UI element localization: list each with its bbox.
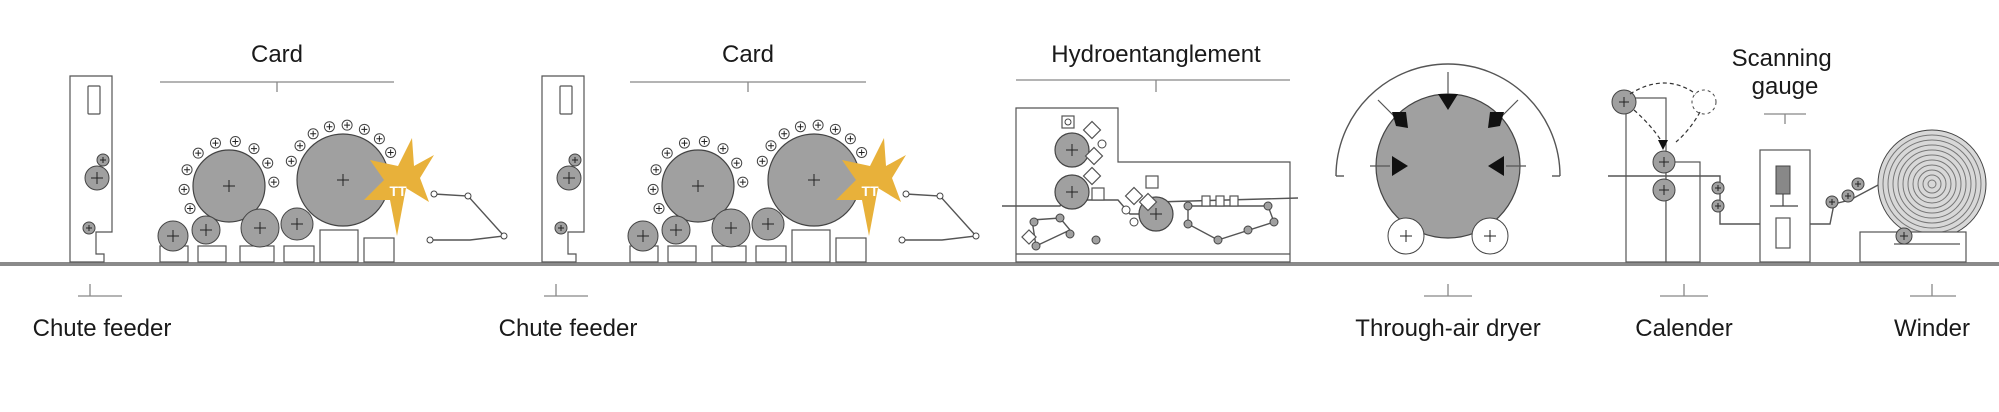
worker-roll-cross: [326, 123, 333, 130]
worker-roll-cross: [720, 145, 727, 152]
worker-roll-cross: [232, 138, 239, 145]
winder: [1859, 129, 1987, 263]
worker-roll-cross: [251, 145, 258, 152]
winder-roll-layer: [1907, 159, 1957, 209]
worker-roll-cross: [847, 135, 854, 142]
chute-feeder-1: [69, 75, 113, 263]
worker-roll-cross: [181, 186, 188, 193]
label-through-air-dryer: Through-air dryer: [1355, 315, 1540, 342]
chute-feeder-2: [541, 75, 585, 263]
worker-roll-cross: [376, 135, 383, 142]
through-air-dryer: [1335, 63, 1561, 255]
worker-roll-cross: [681, 140, 688, 147]
winder-roll-layer: [1902, 154, 1962, 214]
scanning-gauge: [1759, 113, 1865, 263]
card-2-star: [836, 138, 906, 236]
card-1-badge: TT: [389, 183, 407, 199]
label-scanning-gauge-line-2: gauge: [1752, 73, 1819, 100]
worker-roll-cross: [270, 179, 277, 186]
worker-roll-cross: [832, 126, 839, 133]
label-hydroentanglement: Hydroentanglement: [1051, 41, 1261, 68]
worker-roll-cross: [797, 123, 804, 130]
label-chute-feeder-2: Chute feeder: [499, 315, 638, 342]
worker-roll-cross: [733, 160, 740, 167]
card-1-star: [364, 138, 434, 236]
label-scanning-gauge: Scanning gauge: [1732, 45, 1839, 100]
label-calender: Calender: [1635, 315, 1732, 342]
label-chute-feeder-1: Chute feeder: [33, 315, 172, 342]
worker-roll-cross: [264, 160, 271, 167]
worker-roll-cross: [653, 166, 660, 173]
calender-unit: [1608, 82, 1881, 263]
worker-roll-cross: [767, 142, 774, 149]
winder-roll: [1878, 130, 1986, 238]
label-scanning-gauge-line-1: Scanning: [1732, 45, 1832, 72]
card-2: TT: [627, 81, 980, 263]
worker-roll-cross: [759, 158, 766, 165]
worker-roll-cross: [361, 126, 368, 133]
worker-roll-cross: [815, 122, 822, 129]
worker-roll-cross: [781, 130, 788, 137]
worker-roll-cross: [656, 205, 663, 212]
winder-roll-layer: [1892, 144, 1972, 224]
worker-roll-cross: [296, 142, 303, 149]
worker-roll-cross: [288, 158, 295, 165]
worker-roll-cross: [184, 166, 191, 173]
label-leaders: [1424, 284, 1956, 297]
worker-roll-cross: [650, 186, 657, 193]
worker-roll-cross: [858, 149, 865, 156]
worker-roll-cross: [387, 149, 394, 156]
worker-roll-cross: [212, 140, 219, 147]
winder-roll-layer: [1922, 174, 1942, 194]
label-winder: Winder: [1894, 315, 1970, 342]
winder-roll-layer: [1927, 179, 1937, 189]
worker-roll-cross: [739, 179, 746, 186]
worker-roll-cross: [701, 138, 708, 145]
worker-roll-cross: [187, 205, 194, 212]
worker-roll-cross: [664, 150, 671, 157]
card-2-badge: TT: [861, 183, 879, 199]
worker-roll-cross: [310, 130, 317, 137]
card-1: TT: [157, 81, 508, 263]
hydroentanglement-unit: [1002, 79, 1299, 263]
label-card-2: Card: [722, 41, 774, 68]
worker-roll-cross: [344, 122, 351, 129]
winder-roll-layer: [1897, 149, 1967, 219]
winder-roll-layer: [1912, 164, 1952, 204]
winder-roll-layer: [1887, 139, 1977, 229]
label-card-1: Card: [251, 41, 303, 68]
worker-roll-cross: [195, 150, 202, 157]
winder-roll-layer: [1917, 169, 1947, 199]
